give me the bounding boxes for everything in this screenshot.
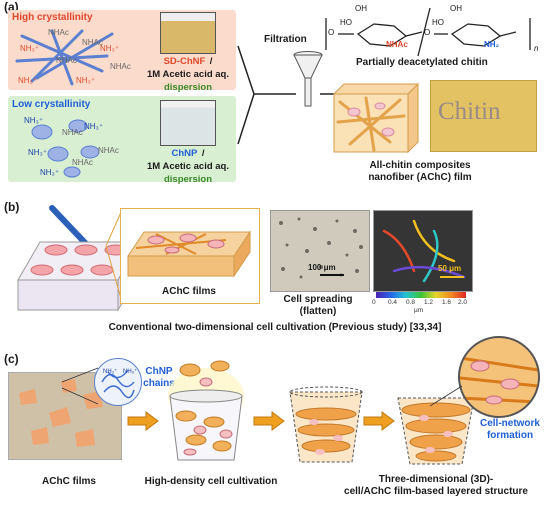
panel-c-achc-films-label: AChC films [42, 476, 96, 487]
scale-50-label: 50 μm [438, 264, 462, 273]
nhac-group-label: NHAc [386, 40, 408, 49]
nh3-label: NH₃⁺ [24, 116, 44, 125]
scale-bar-100 [320, 274, 344, 276]
fluorescence-micrograph [373, 210, 473, 292]
zoom-connector [429, 385, 463, 407]
filtration-label: Filtration [264, 34, 307, 45]
nhac-label: NHAc [48, 28, 69, 37]
three-d-structure-label: Three-dimensional (3D)-cell/AChC film-ba… [344, 474, 528, 497]
nh3-label: NH₃⁺ [76, 76, 96, 85]
colorbar-ticks: 0 0.4 0.8 1.2 1.6 2.0 [372, 299, 472, 308]
nh2-group-label: NH₂ [484, 40, 500, 49]
cell-spreading-label: Cell spreading(flatten) [283, 294, 353, 317]
process-arrow-3 [363, 411, 395, 431]
layered-culture-graphic [289, 386, 363, 463]
achc-films-label: AChC films [162, 286, 216, 297]
o-label: O [328, 28, 335, 37]
nhac-label: NHAc [62, 128, 83, 137]
oh-label: OH [355, 4, 367, 13]
nh3-label: NH₃⁺ [40, 168, 60, 177]
three-d-structure-graphic [397, 397, 475, 465]
cells-on-film-graphic [127, 230, 251, 278]
process-arrow-2 [253, 411, 285, 431]
high-crystallinity-title: High crystallinity [12, 12, 93, 23]
nanoparticle-graphic [31, 119, 100, 178]
colorbar-tick: 0 [372, 299, 376, 306]
o-label: O [424, 28, 431, 37]
height-colorbar [376, 292, 466, 298]
process-arrow-1 [127, 411, 159, 431]
high-density-label: High-density cell cultivation [144, 476, 278, 487]
nh3-label: NH₃⁺ [103, 369, 118, 375]
nh3-label: NH₃⁺ [100, 44, 120, 53]
colorbar-tick: 1.2 [424, 299, 434, 306]
colorbar-tick: 0.4 [388, 299, 398, 306]
panel-b-label: (b) [4, 200, 20, 214]
high-density-culture-graphic [168, 360, 244, 461]
chitin-structure-graphic [325, 7, 531, 57]
funnel-icon [293, 51, 323, 107]
colorbar-tick: 0.8 [406, 299, 416, 306]
chitin-title: Partially deacetylated chitin [356, 57, 488, 68]
colorbar-unit: μm [414, 307, 424, 314]
zoom-callout-lines [61, 367, 99, 405]
chnp-vial-photo [160, 100, 216, 146]
nhac-label: NHAc [110, 62, 131, 71]
nhac-label: NHAc [98, 146, 119, 155]
cell-spreading-micrograph [270, 210, 370, 292]
sd-chnf-dispersion-label: SD-ChNF / 1M Acetic acid aq. dispersion [146, 56, 229, 93]
chnp-chains-graphic [101, 369, 135, 399]
nh3-label: NH₃⁺ [18, 76, 38, 85]
chnp-dispersion-label: ChNP / 1M Acetic acid aq. dispersion [146, 148, 229, 185]
achc-film-cube-graphic [332, 82, 420, 154]
nh3-label: NH₃⁺ [28, 148, 48, 157]
colorbar-tick: 1.6 [442, 299, 452, 306]
nh3-label: NH₃⁺ [84, 122, 104, 131]
colorbar-tick: 2.0 [458, 299, 468, 306]
sd-chnf-vial-photo [160, 12, 216, 54]
oh-label: OH [450, 4, 462, 13]
ho-label: HO [340, 18, 352, 27]
panel-c-label: (c) [4, 352, 19, 366]
scale-100-label: 100 μm [308, 263, 336, 272]
nhac-label: NHAc [72, 158, 93, 167]
nhac-label: NHAc [56, 56, 77, 65]
zoom-callout-lines [105, 209, 123, 303]
nhac-label: NHAc [82, 38, 103, 47]
nh3-label: NH₃⁺ [20, 44, 40, 53]
nh3-label: NH₃⁺ [123, 369, 138, 375]
nanofiber-network-graphic [15, 29, 114, 86]
low-crystallinity-title: Low crystallinity [12, 99, 91, 110]
achc-film-photo [430, 80, 537, 152]
ho-label: HO [432, 18, 444, 27]
panel-b-caption: Conventional two-dimensional cell cultiv… [108, 322, 442, 333]
repeat-n-label: n [534, 44, 539, 53]
scale-bar-50 [440, 276, 464, 278]
cell-network-zoom-circle [458, 336, 540, 418]
chitin-photo-text: Chitin [438, 98, 501, 125]
